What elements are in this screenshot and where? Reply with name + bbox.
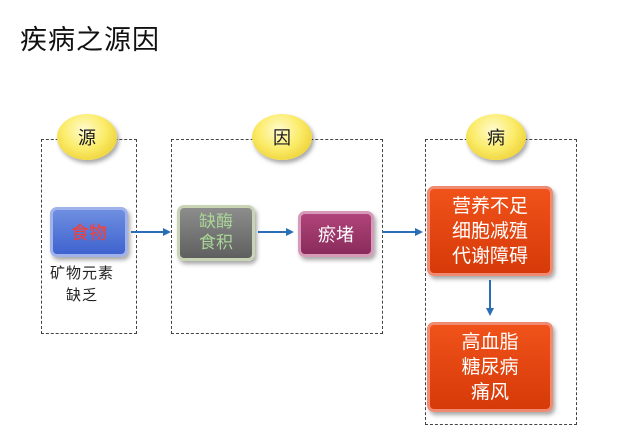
mineral-note-line-1: 矿物元素 (50, 264, 115, 282)
disease-cause-line-3: 代谢障碍 (451, 244, 528, 267)
diagram-title: 疾病之源因 (20, 25, 160, 56)
box-blockage: 瘀堵 (298, 211, 374, 257)
box-food-label: 食物 (71, 223, 107, 244)
box-food: 食物 (50, 207, 128, 257)
disease-cause-line-1: 营养不足 (451, 194, 528, 217)
disease-line-3: 痛风 (470, 380, 509, 403)
disease-cause-line-2: 细胞减殖 (451, 219, 528, 242)
box-disease-causes: 营养不足 细胞减殖 代谢障碍 (427, 186, 553, 276)
mineral-note-line-2: 缺乏 (66, 286, 99, 304)
disease-line-1: 高血脂 (461, 330, 519, 353)
box-indigestion-line-1: 缺酶 (199, 212, 233, 232)
stage-coin-disease: 病 (466, 114, 526, 160)
mineral-note: 矿物元素 缺乏 (50, 262, 114, 306)
box-indigestion: 缺酶 食积 (177, 205, 255, 261)
box-diseases: 高血脂 糖尿病 痛风 (427, 322, 553, 412)
box-indigestion-line-2: 食积 (199, 233, 233, 253)
stage-coin-source: 源 (57, 114, 117, 160)
disease-line-2: 糖尿病 (461, 355, 519, 378)
stage-coin-cause: 因 (252, 114, 312, 160)
box-blockage-label: 瘀堵 (318, 225, 354, 246)
